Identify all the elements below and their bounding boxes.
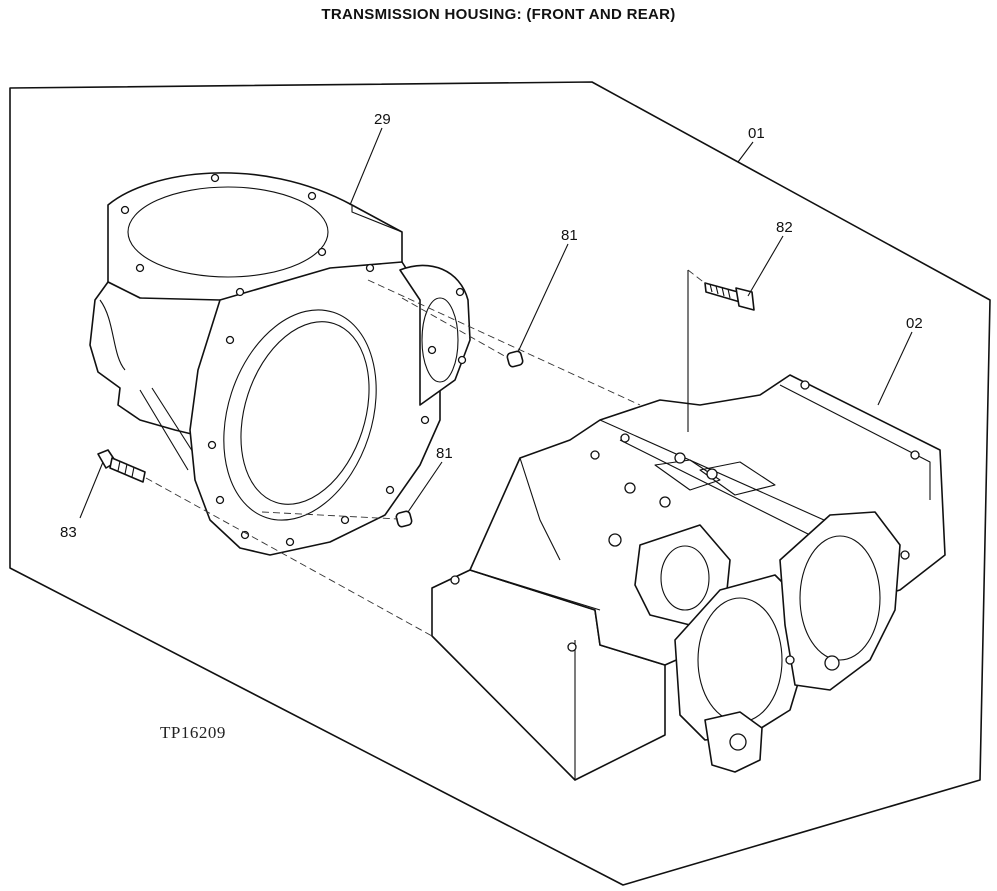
dowel-pin-lower bbox=[395, 510, 413, 528]
dowel-pin-upper bbox=[506, 350, 524, 368]
callout-82: 82 bbox=[776, 219, 793, 236]
leader-81-upper bbox=[517, 243, 569, 353]
callout-01: 01 bbox=[748, 125, 765, 142]
alignment-line bbox=[261, 511, 399, 520]
kit-boundary bbox=[9, 81, 991, 886]
alignment-line bbox=[401, 297, 509, 359]
leader-83 bbox=[79, 461, 104, 519]
leader-01 bbox=[737, 141, 754, 163]
alignment-line bbox=[687, 269, 707, 285]
bolt-83 bbox=[97, 449, 146, 483]
callout-83: 83 bbox=[60, 524, 77, 541]
alignment-line bbox=[367, 279, 641, 406]
leader-81-lower bbox=[407, 461, 443, 513]
callout-81-upper: 81 bbox=[561, 227, 578, 244]
figure-reference: TP16209 bbox=[160, 723, 226, 742]
leader-29 bbox=[349, 127, 383, 206]
callout-02: 02 bbox=[906, 315, 923, 332]
callout-81-lower: 81 bbox=[436, 445, 453, 462]
diagram-title: TRANSMISSION HOUSING: (FRONT AND REAR) bbox=[321, 6, 676, 23]
leader-82 bbox=[747, 235, 784, 297]
leader-02 bbox=[877, 331, 913, 406]
callout-29: 29 bbox=[374, 111, 391, 128]
rear-housing bbox=[431, 374, 946, 781]
bolt-82 bbox=[704, 282, 755, 311]
front-housing bbox=[89, 172, 471, 556]
